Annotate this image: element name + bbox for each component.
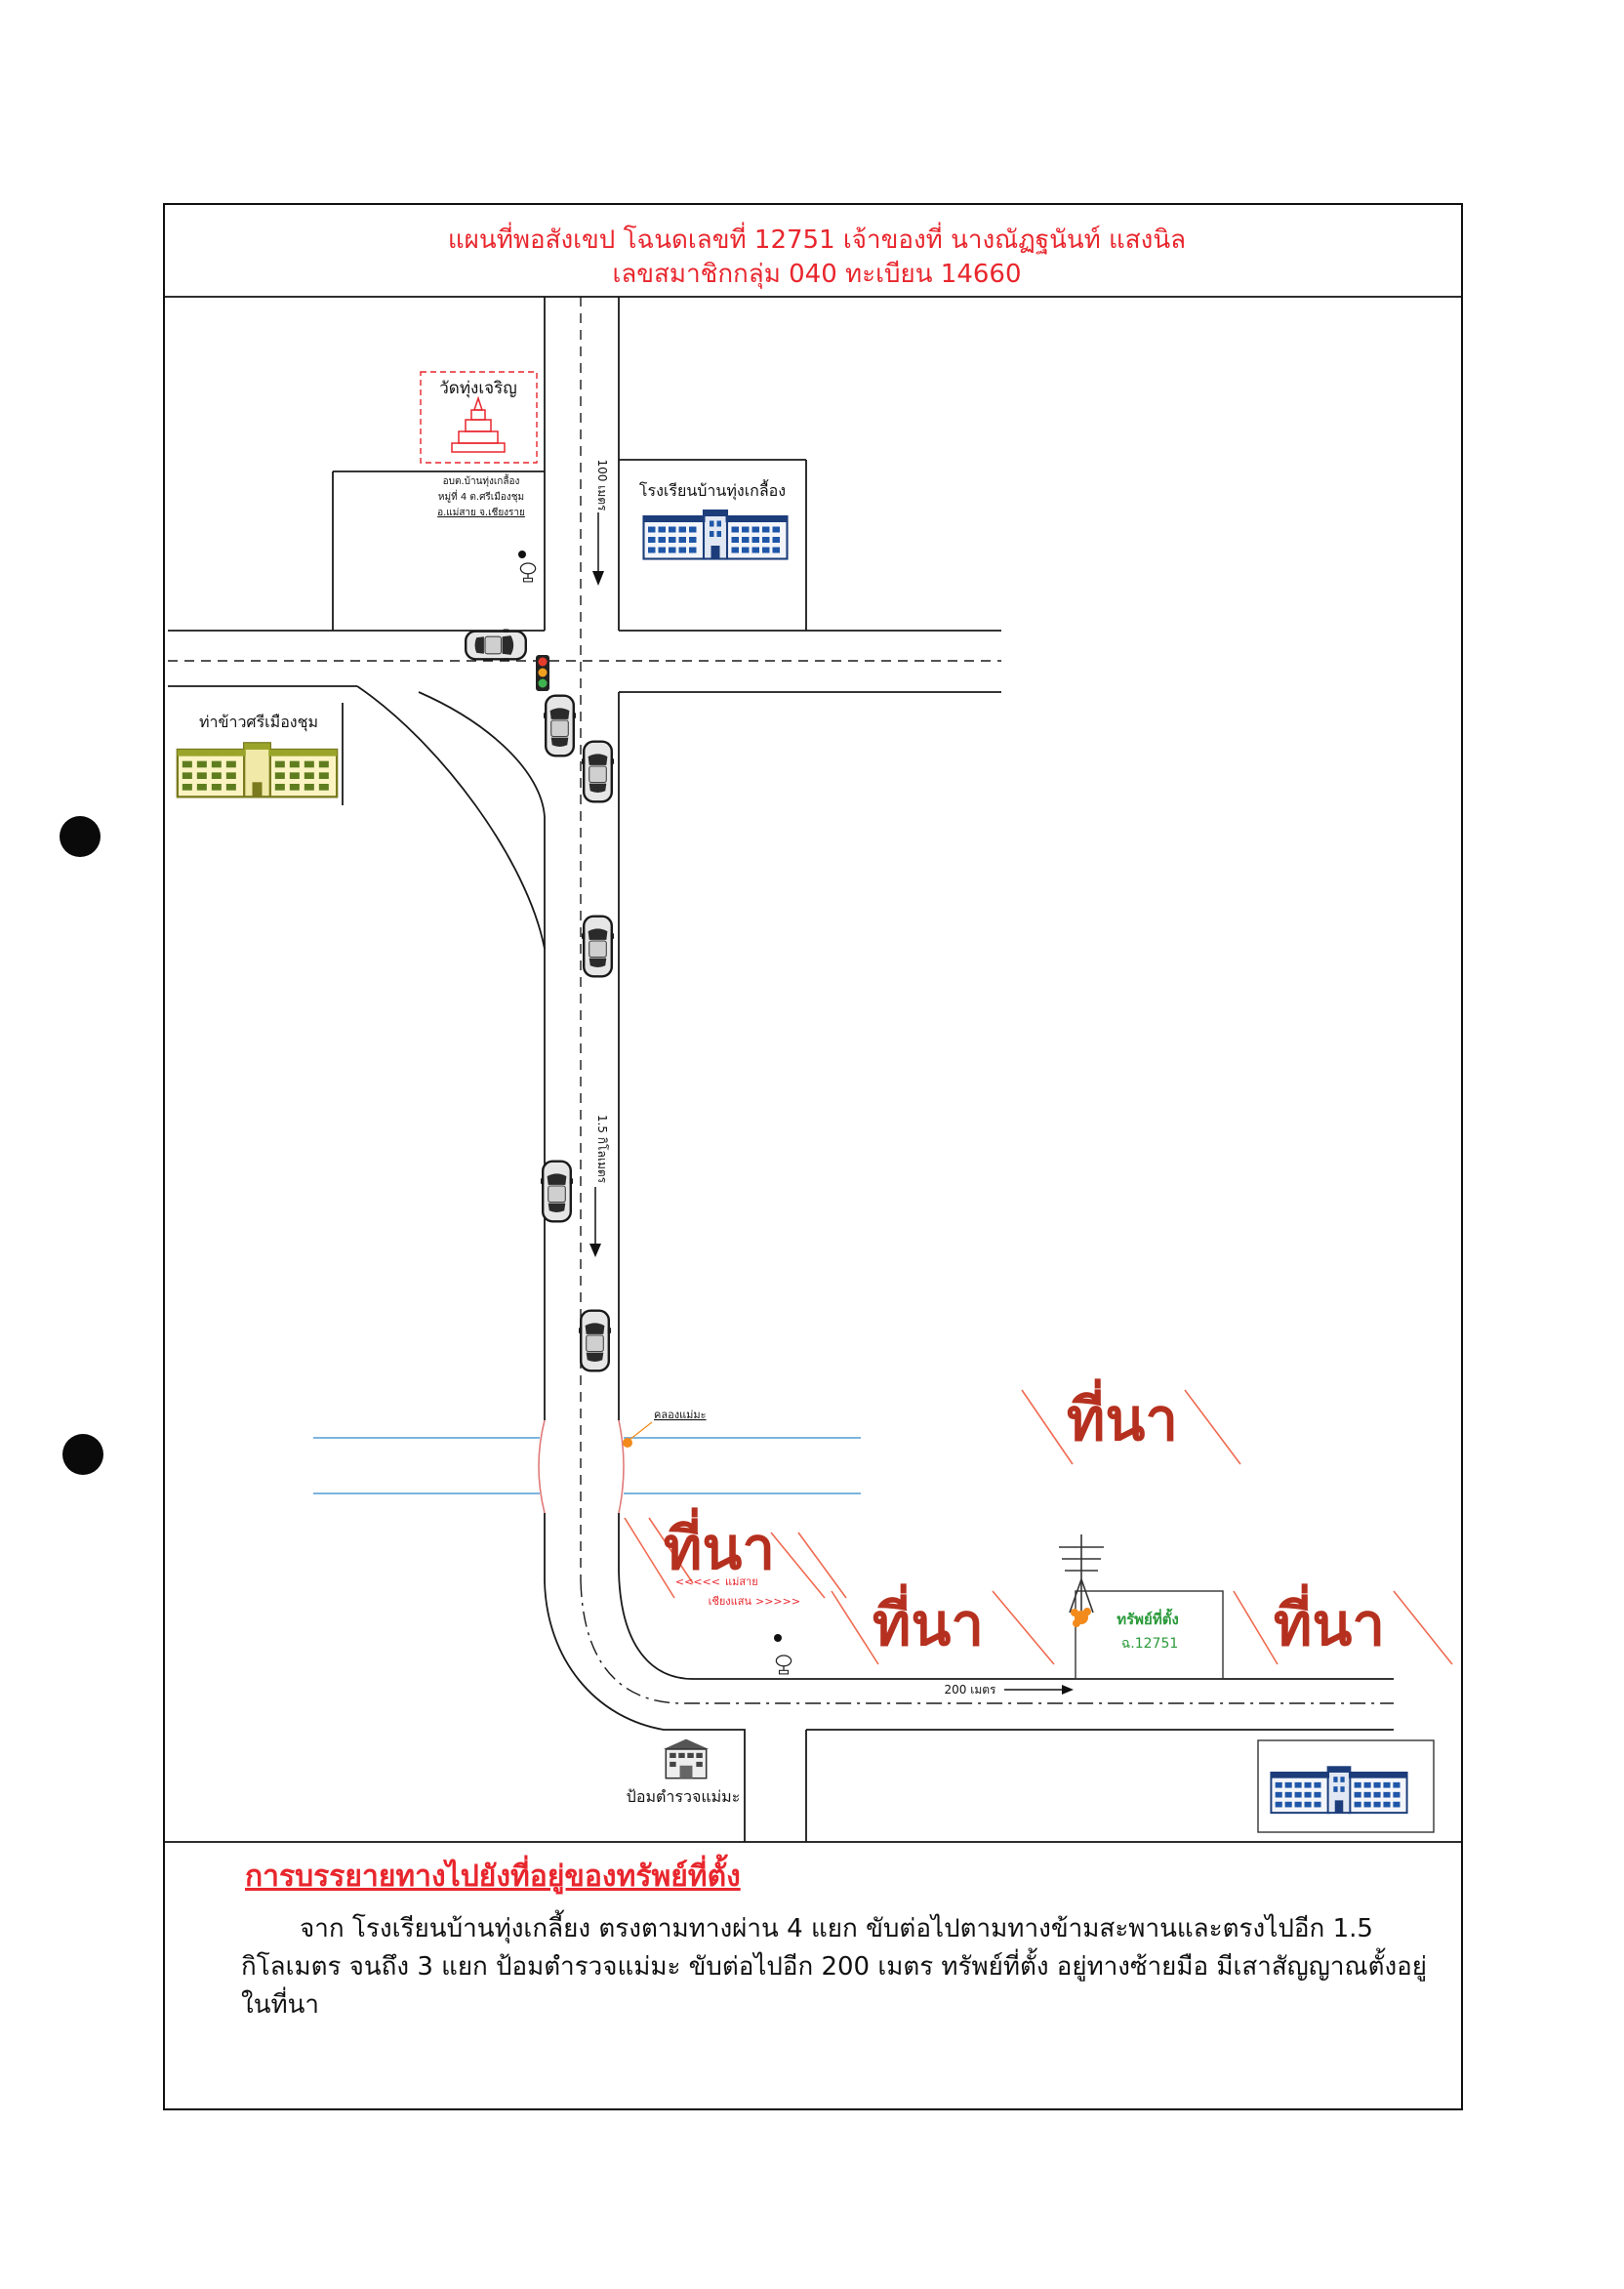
field-hatch xyxy=(1233,1590,1279,1665)
car-icon xyxy=(582,740,614,803)
road-center-line xyxy=(580,1580,1394,1704)
direction-sign: <<<<< แม่สาย เชียงแสน >>>>> xyxy=(675,1575,800,1675)
property-deed-number: ฉ.12751 xyxy=(1121,1636,1179,1652)
signal-pole-icon xyxy=(1059,1534,1104,1617)
direction-arrows-left: <<<<< xyxy=(675,1575,720,1588)
rice-field-area: ที่นา xyxy=(624,1507,847,1599)
title-line-1: แผนที่พอสังเขป โฉนดเลขที่ 12751 เจ้าของท… xyxy=(448,222,1186,255)
field-label: ที่นา xyxy=(1274,1583,1385,1659)
temple-landmark: วัดทุ่งเจริญ xyxy=(420,371,538,464)
school-label: โรงเรียนบ้านทุ่งเกลื้อง xyxy=(639,479,786,501)
location-dot xyxy=(518,551,526,558)
school-building-icon xyxy=(642,509,789,560)
branch-road-edge xyxy=(356,685,546,950)
temple-icon xyxy=(451,395,506,453)
description-line: ในที่นา xyxy=(241,1986,319,2020)
distance-marker-north: 100 เมตร xyxy=(592,460,609,586)
property-parcel: ทรัพย์ที่ตั้ง ฉ.12751 xyxy=(1059,1534,1224,1680)
office-label-line: หมู่ที่ 4 ต.ศรีเมืองชุม xyxy=(438,489,524,503)
main-road xyxy=(544,297,620,1581)
title-line-2: เลขสมาชิกกลุ่ม 040 ทะเบียน 14660 xyxy=(612,260,1021,289)
building-landmark xyxy=(1257,1739,1435,1833)
satellite-dish-icon xyxy=(775,1655,792,1675)
arrow-right-icon xyxy=(1062,1685,1074,1695)
description-line: กิโลเมตร จนถึง 3 แยก ป้อมตำรวจแม่มะ ขับต… xyxy=(241,1947,1427,1982)
canal-leader-line xyxy=(629,1421,653,1441)
rice-mill-building-icon xyxy=(176,742,339,798)
rice-mill-landmark: ท่าข้าวศรีเมืองชุม xyxy=(176,713,339,798)
punch-hole xyxy=(60,816,101,857)
property-boundary xyxy=(1075,1590,1224,1680)
rice-field-area: ที่นา xyxy=(831,1583,1055,1665)
bridge-rail xyxy=(538,1419,546,1514)
field-hatch xyxy=(770,1532,826,1599)
field-hatch xyxy=(624,1517,675,1599)
field-label: ที่นา xyxy=(664,1507,775,1583)
office-label-line: อ.แม่สาย จ.เชียงราย xyxy=(437,507,525,518)
rice-field-area: ที่นา xyxy=(1021,1378,1241,1465)
field-hatch xyxy=(1021,1389,1074,1465)
satellite-dish-icon xyxy=(519,562,537,583)
field-hatch xyxy=(1393,1590,1453,1665)
field-hatch xyxy=(797,1532,847,1599)
document-frame xyxy=(163,203,1463,2110)
branch-road-edge xyxy=(418,691,546,818)
police-box-label: ป้อมตำรวจแม่มะ xyxy=(627,1787,741,1806)
rice-mill-label: ท่าข้าวศรีเมืองชุม xyxy=(199,713,318,732)
canal-label: คลองแม่มะ xyxy=(654,1409,707,1421)
field-hatch xyxy=(992,1590,1055,1665)
location-dot xyxy=(774,1634,782,1642)
distance-label: 1.5 กิโลเมตร xyxy=(595,1115,609,1184)
temple-label: วัดทุ่งเจริญ xyxy=(439,379,516,398)
cross-road xyxy=(168,630,1001,950)
property-label: ทรัพย์ที่ตั้ง xyxy=(1116,1608,1179,1628)
building-frame xyxy=(1257,1739,1435,1833)
field-hatch xyxy=(648,1517,694,1584)
car-icon xyxy=(579,1309,611,1372)
car-icon xyxy=(544,694,576,757)
office-label-line: อบต.บ้านทุ่งเกลื้อง xyxy=(443,473,520,487)
building-icon xyxy=(1270,1766,1408,1815)
police-box-landmark: ป้อมตำรวจแม่มะ xyxy=(627,1737,741,1806)
direction-arrows-right: >>>>> xyxy=(755,1595,800,1608)
car-icon xyxy=(541,1160,573,1223)
distance-marker-main-road: 1.5 กิโลเมตร xyxy=(589,1115,609,1257)
property-marker-icon xyxy=(1071,1608,1091,1627)
field-label: ที่นา xyxy=(873,1583,984,1659)
school-landmark: โรงเรียนบ้านทุ่งเกลื้อง xyxy=(639,479,789,560)
traffic-light-icon xyxy=(536,655,549,691)
arrow-down-icon xyxy=(592,571,604,586)
road-edge xyxy=(544,1513,746,1842)
document-title: แผนที่พอสังเขป โฉนดเลขที่ 12751 เจ้าของท… xyxy=(448,222,1186,289)
arrow-down-icon xyxy=(589,1244,601,1257)
punch-hole xyxy=(62,1434,103,1475)
description-heading: การบรรยายทางไปยังที่อยู่ของทรัพย์ที่ตั้ง xyxy=(245,1854,741,1895)
temple-boundary xyxy=(420,371,538,464)
car-icon xyxy=(582,915,614,978)
lower-road xyxy=(544,1513,1394,1842)
route-description: การบรรยายทางไปยังที่อยู่ของทรัพย์ที่ตั้ง… xyxy=(241,1854,1427,2020)
canal-marker-dot xyxy=(623,1438,632,1448)
subdistrict-office-landmark: อบต.บ้านทุ่งเกลื้อง หมู่ที่ 4 ต.ศรีเมือง… xyxy=(437,473,537,583)
field-label: ที่นา xyxy=(1067,1378,1178,1454)
canal: คลองแม่มะ xyxy=(313,1409,861,1514)
rice-field-area: ที่นา xyxy=(1233,1583,1453,1665)
distance-marker-property: 200 เมตร xyxy=(945,1683,1074,1696)
car-icon xyxy=(464,629,528,662)
field-hatch xyxy=(1184,1389,1241,1465)
sketch-map: วัดทุ่งเจริญ อบต.บ้านทุ่งเกลื้อง หมู่ที่… xyxy=(168,297,1453,1842)
distance-label: 200 เมตร xyxy=(945,1683,997,1696)
direction-destination-right: เชียงแสน xyxy=(709,1595,752,1608)
police-box-icon xyxy=(662,1737,710,1779)
direction-destination-left: แม่สาย xyxy=(725,1575,758,1588)
description-line: จาก โรงเรียนบ้านทุ่งเกลี้ยง ตรงตามทางผ่า… xyxy=(300,1909,1373,1943)
bridge-rail xyxy=(618,1419,625,1514)
road-edge xyxy=(618,1513,1394,1680)
distance-label: 100 เมตร xyxy=(595,460,609,512)
field-hatch xyxy=(831,1590,879,1665)
